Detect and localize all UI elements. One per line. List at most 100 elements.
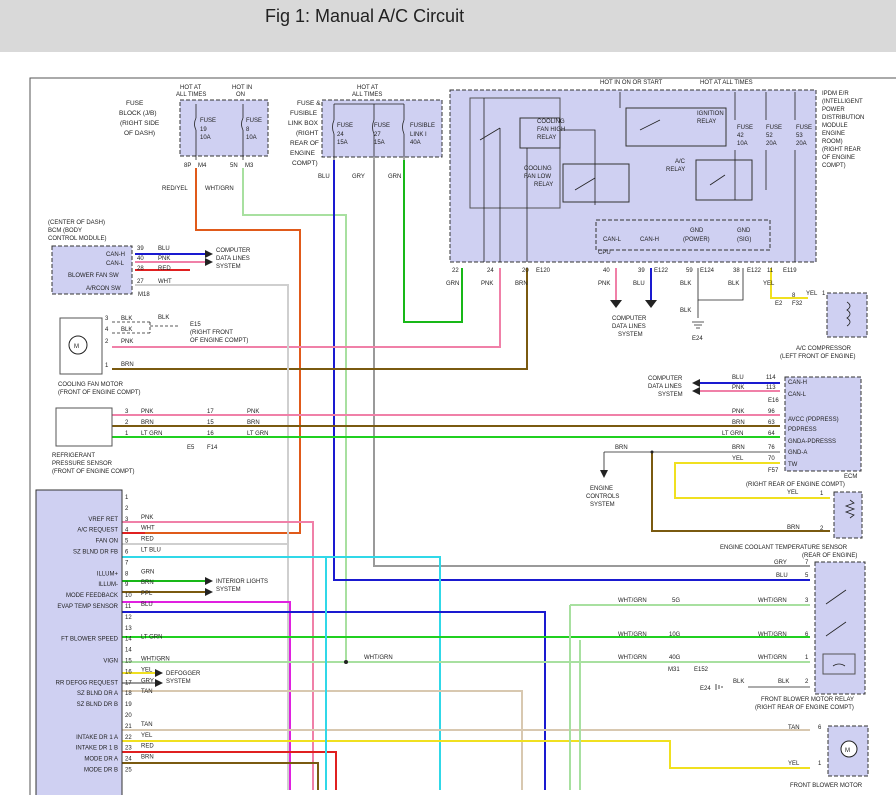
svg-text:E119: E119: [783, 268, 797, 274]
fuse-block-title-3: (RIGHT SIDE: [120, 120, 160, 127]
svg-text:3: 3: [105, 316, 109, 322]
cp-label-23: INTAKE DR 1 B: [76, 746, 118, 752]
svg-text:10G: 10G: [669, 632, 681, 638]
cp-label-2: VREF RET: [88, 517, 118, 523]
svg-text:39: 39: [137, 246, 144, 252]
svg-text:HOT IN ON OR START: HOT IN ON OR START: [600, 80, 663, 86]
svg-text:GND-A: GND-A: [788, 450, 807, 456]
cp-wire-22: YEL: [141, 733, 153, 739]
svg-text:17: 17: [207, 409, 214, 415]
svg-text:LINK I: LINK I: [410, 132, 427, 138]
svg-text:(FRONT OF ENGINE COMPT): (FRONT OF ENGINE COMPT): [58, 390, 141, 396]
svg-text:(POWER): (POWER): [683, 237, 710, 243]
bcm: (CENTER OF DASH) BCM (BODY CONTROL MODUL…: [48, 220, 251, 298]
svg-text:AVCC (PDPRESS): AVCC (PDPRESS): [788, 417, 839, 423]
svg-text:LT GRN: LT GRN: [722, 431, 743, 437]
svg-text:59: 59: [686, 268, 693, 274]
svg-text:A/C: A/C: [675, 159, 686, 165]
svg-text:FAN LOW: FAN LOW: [524, 174, 551, 180]
fuse-block-hoton-2: ON: [236, 92, 245, 98]
svg-text:113: 113: [766, 385, 776, 391]
svg-text:ALL TIMES: ALL TIMES: [352, 92, 382, 98]
svg-text:A/C COMPRESSOR: A/C COMPRESSOR: [796, 346, 852, 352]
cp-wire-23: RED: [141, 744, 154, 750]
svg-text:15A: 15A: [374, 140, 385, 146]
wire-cp-pnk: [122, 521, 314, 790]
svg-text:FUSE: FUSE: [796, 125, 812, 131]
svg-text:40G: 40G: [669, 655, 681, 661]
svg-text:4: 4: [105, 327, 109, 333]
svg-text:A/RCON SW: A/RCON SW: [86, 286, 121, 292]
svg-text:40: 40: [603, 268, 610, 274]
cp-label-8: ILLUM-: [98, 582, 118, 588]
svg-text:FUSE: FUSE: [374, 123, 390, 129]
wire-wht-grn-fuse: [242, 168, 347, 662]
svg-text:E16: E16: [768, 398, 779, 404]
fuse-label-19: FUSE: [200, 118, 216, 124]
svg-text:114: 114: [766, 375, 776, 381]
svg-text:42: 42: [737, 133, 744, 139]
svg-text:BLK: BLK: [728, 281, 739, 287]
svg-text:YEL: YEL: [788, 761, 800, 767]
svg-text:SYSTEM: SYSTEM: [618, 332, 643, 338]
control-panel-extras: INTERIOR LIGHTS SYSTEM DEFOGGER SYSTEM W…: [155, 577, 393, 687]
wire-coolant-brn: [651, 452, 830, 532]
fuse-block: FUSE BLOCK (J/B) (RIGHT SIDE OF DASH) HO…: [119, 85, 269, 192]
svg-text:24: 24: [487, 268, 494, 274]
svg-text:(RIGHT REAR OF ENGINE COMPT): (RIGHT REAR OF ENGINE COMPT): [755, 705, 854, 711]
coolant-temp-sensor: 1 2 YEL BRN ENGINE COOLANT TEMPERATURE S…: [720, 490, 863, 559]
svg-text:5: 5: [805, 573, 809, 579]
svg-text:FRONT BLOWER MOTOR: FRONT BLOWER MOTOR: [790, 783, 863, 789]
fuse-block-title-2: BLOCK (J/B): [119, 110, 157, 117]
svg-text:BLK: BLK: [778, 679, 789, 685]
cp-wire-17: GRY: [141, 678, 154, 684]
svg-text:BLK: BLK: [121, 316, 132, 322]
svg-text:MODULE: MODULE: [822, 123, 848, 129]
cp-label-25: MODE DR B: [84, 768, 118, 774]
cp-pin-7: 8: [125, 571, 129, 577]
fuse-pin-m3: M3: [245, 163, 254, 169]
fuse-pin-5n: 5N: [230, 163, 238, 169]
svg-text:COOLING: COOLING: [537, 119, 565, 125]
cp-pin-25: 25: [125, 768, 132, 774]
svg-text:BLU: BLU: [732, 375, 744, 381]
cp-wire-10: BLU: [141, 602, 153, 608]
cp-pin-5: 6: [125, 550, 129, 556]
svg-text:(INTELLIGENT: (INTELLIGENT: [822, 99, 863, 105]
cp-pin-8: 9: [125, 582, 129, 588]
cp-pin-16: 16: [125, 669, 132, 675]
svg-text:OF ENGINE COMPT): OF ENGINE COMPT): [190, 338, 248, 344]
svg-text:M: M: [74, 344, 79, 350]
svg-text:20: 20: [522, 268, 529, 274]
fuse-block-title-4: OF DASH): [124, 130, 155, 137]
svg-text:8: 8: [792, 293, 796, 299]
svg-text:CONTROL MODULE): CONTROL MODULE): [48, 236, 106, 242]
svg-text:CAN-L: CAN-L: [603, 237, 622, 243]
svg-text:BRN: BRN: [121, 362, 134, 368]
svg-text:FUSE &: FUSE &: [297, 100, 321, 107]
svg-text:(FRONT OF ENGINE COMPT): (FRONT OF ENGINE COMPT): [52, 469, 135, 475]
cp-pin-0: 1: [125, 495, 129, 501]
svg-text:LT GRN: LT GRN: [141, 431, 162, 437]
svg-text:F32: F32: [792, 301, 803, 307]
wires: [112, 160, 830, 790]
svg-text:53: 53: [796, 133, 803, 139]
svg-text:(CENTER OF DASH): (CENTER OF DASH): [48, 220, 105, 226]
svg-text:DATA LINES: DATA LINES: [612, 324, 646, 330]
svg-text:COOLING FAN MOTOR: COOLING FAN MOTOR: [58, 382, 124, 388]
svg-text:E152: E152: [694, 667, 709, 673]
svg-text:YEL: YEL: [732, 456, 744, 462]
svg-text:BLK: BLK: [733, 679, 744, 685]
svg-text:TAN: TAN: [788, 725, 800, 731]
svg-text:FRONT BLOWER MOTOR RELAY: FRONT BLOWER MOTOR RELAY: [761, 697, 854, 703]
svg-text:BRN: BRN: [515, 281, 528, 287]
cp-label-15: VIGN: [103, 659, 118, 665]
svg-text:BLK: BLK: [680, 281, 691, 287]
svg-text:WHT/GRN: WHT/GRN: [618, 632, 647, 638]
wire-cp-yel2: [122, 740, 810, 769]
svg-text:BLOWER FAN SW: BLOWER FAN SW: [68, 273, 119, 279]
svg-text:WHT/GRN: WHT/GRN: [758, 632, 787, 638]
svg-text:E24: E24: [700, 686, 711, 692]
svg-text:ENGINE: ENGINE: [822, 131, 845, 137]
